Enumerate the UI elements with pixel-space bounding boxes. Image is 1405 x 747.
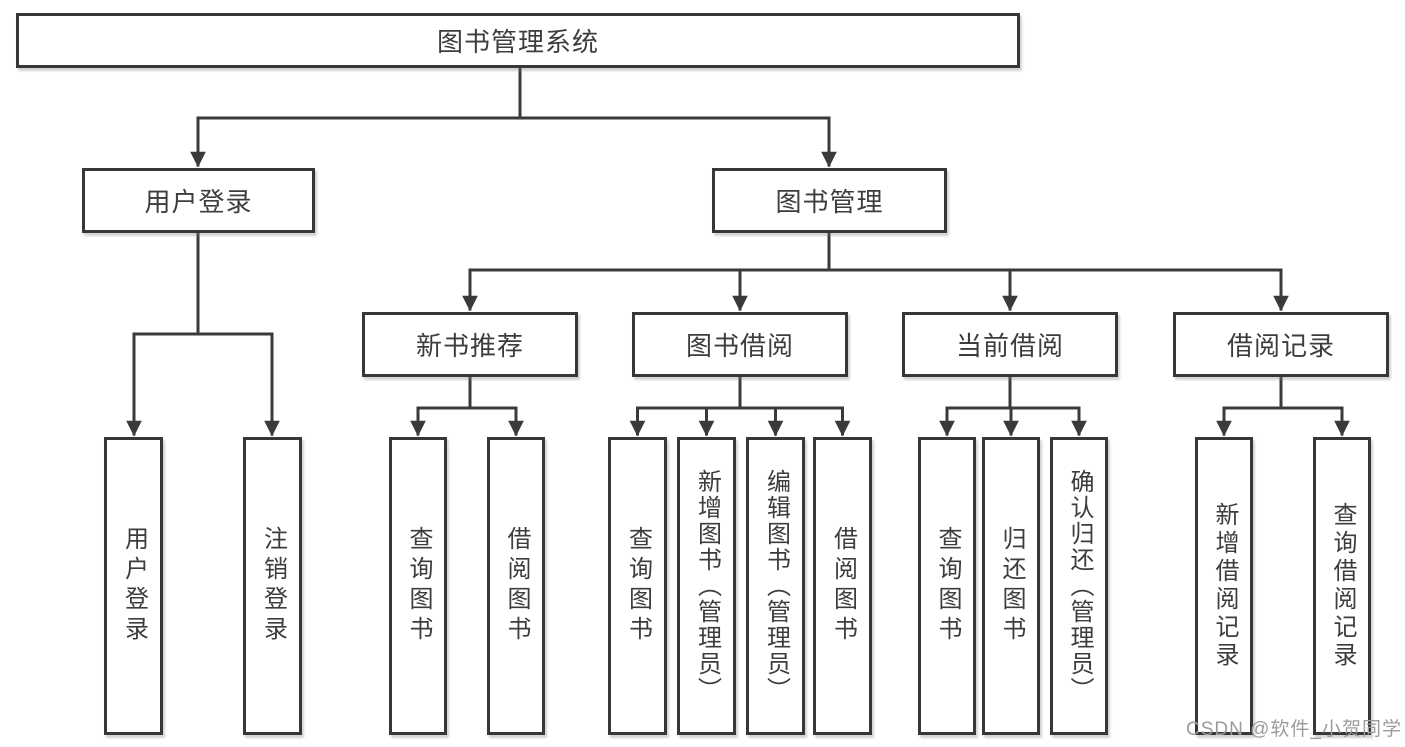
leaf-add-borrow-record: 新增借阅记录 [1195, 437, 1253, 735]
leaf-borrow-books-recommend: 借阅图书 [487, 437, 545, 735]
leaf-confirm-return-admin: 确认归还（管理员） [1050, 437, 1108, 735]
leaf-user-login: 用户登录 [104, 437, 163, 735]
node-book-management: 图书管理 [712, 168, 947, 233]
node-borrow-records: 借阅记录 [1173, 312, 1389, 377]
leaf-logout: 注销登录 [243, 437, 302, 735]
leaf-add-book-admin: 新增图书（管理员） [677, 437, 736, 735]
leaf-query-books-recommend: 查询图书 [389, 437, 447, 735]
leaf-return-book: 归还图书 [982, 437, 1040, 735]
node-current-borrow: 当前借阅 [902, 312, 1118, 377]
leaf-borrow-books-borrow: 借阅图书 [813, 437, 872, 735]
node-user-login: 用户登录 [82, 168, 315, 233]
leaf-query-books-borrow: 查询图书 [608, 437, 667, 735]
leaf-edit-book-admin: 编辑图书（管理员） [746, 437, 805, 735]
node-library-system: 图书管理系统 [16, 13, 1020, 68]
node-book-borrow: 图书借阅 [632, 312, 848, 377]
watermark-text: CSDN @软件_小贺同学 [1186, 719, 1402, 740]
leaf-query-books-current: 查询图书 [918, 437, 976, 735]
node-new-book-recommend: 新书推荐 [362, 312, 578, 377]
leaf-query-borrow-record: 查询借阅记录 [1313, 437, 1371, 735]
